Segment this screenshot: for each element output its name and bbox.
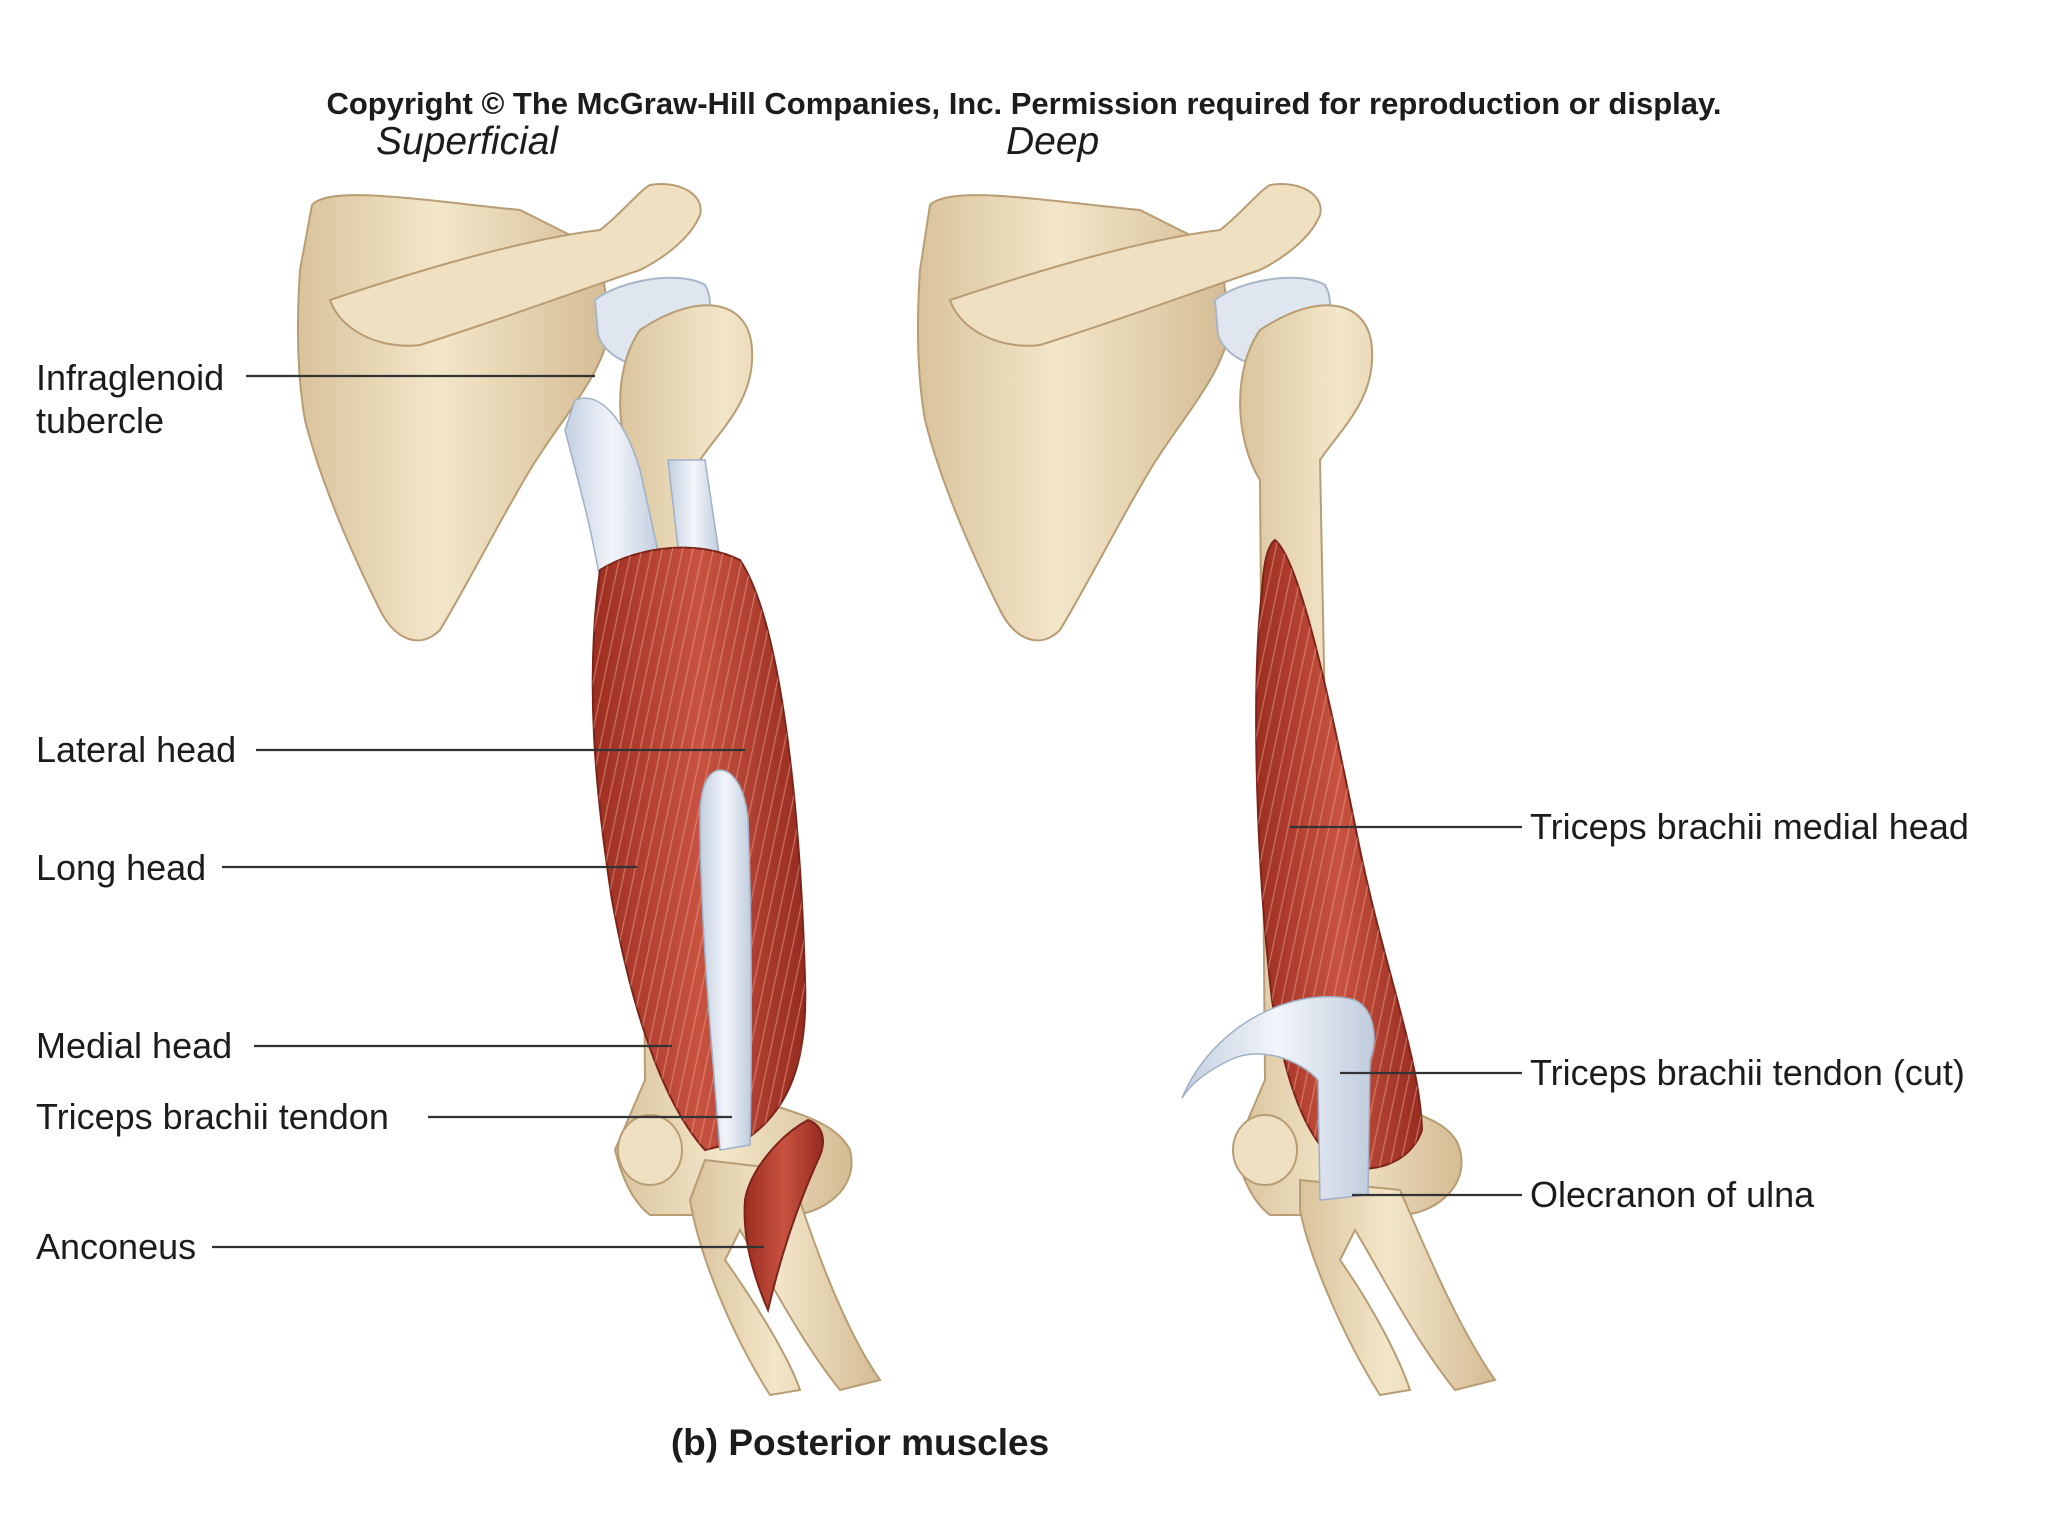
leader-lines [212,374,1522,1249]
epicondyle-deep [1232,1114,1298,1186]
ulna-radius-deep [1299,1178,1497,1397]
deep-arm [916,183,1497,1397]
acromion-deep [948,183,1322,347]
triceps-tendon-superficial [699,769,753,1151]
acromion-superficial [328,183,702,347]
copyright-notice: Copyright © The McGraw-Hill Companies, I… [326,86,1722,121]
label-olecranon-of-ulna: Olecranon of ulna [1530,1174,1815,1215]
label-long-head: Long head [36,847,207,888]
label-infraglenoid-tubercle: Infraglenoid tubercle [36,357,225,441]
label-triceps-brachii-tendon: Triceps brachii tendon [36,1096,389,1137]
ulna-radius-superficial [688,1158,882,1397]
label-anconeus: Anconeus [36,1226,197,1267]
label-medial-head: Medial head [36,1025,233,1066]
label-triceps-medial-head: Triceps brachii medial head [1530,806,1969,847]
epicondyle-superficial [617,1114,683,1186]
triceps-tendon-cut [1181,995,1375,1201]
anconeus-muscle [743,1118,824,1314]
figure-caption: (b) Posterior muscles [670,1422,1050,1463]
triceps-superficial-fibers [592,547,806,1150]
label-triceps-tendon-cut: Triceps brachii tendon (cut) [1530,1052,1965,1093]
superficial-arm [296,183,882,1397]
panel-title-deep: Deep [1006,120,1100,163]
label-lateral-head: Lateral head [36,729,237,770]
panel-title-superficial: Superficial [376,120,559,163]
